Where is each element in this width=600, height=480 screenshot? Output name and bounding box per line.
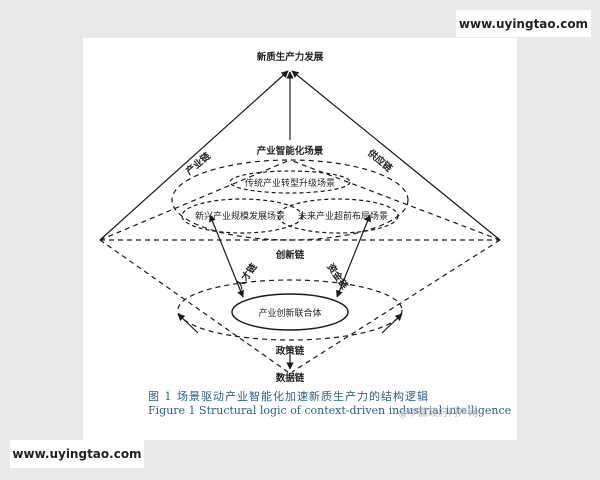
caption-english: Figure 1 Structural logic of context-dri… xyxy=(148,404,512,417)
data-chain-label: 数据链 xyxy=(275,372,305,384)
apex-label: 新质生产力发展 xyxy=(257,51,324,63)
talent-chain-arrow xyxy=(209,214,244,298)
triangle-right-edge xyxy=(291,70,501,241)
figure-page xyxy=(83,38,517,440)
upper-outer-ellipse xyxy=(171,159,409,241)
policy-arrow-right xyxy=(381,313,403,334)
intelligent-scenario-label: 产业智能化场景 xyxy=(257,145,324,157)
weibo-watermark: @中国政府门户网 xyxy=(398,408,478,419)
traditional-upgrade-label: 传统产业转型升级场景 xyxy=(245,177,335,189)
innovation-chain-label: 创新链 xyxy=(275,249,305,261)
watermark-top: www.uyingtao.com xyxy=(456,10,591,37)
traditional-scenario-ellipse xyxy=(229,170,351,194)
emerging-scale-label: 新兴产业规模发展场景 xyxy=(195,210,285,222)
triangle-left-edge xyxy=(99,70,289,241)
capital-chain-label: 资金链 xyxy=(324,261,350,292)
watermark-bottom: www.uyingtao.com xyxy=(10,440,144,468)
policy-arrow-left xyxy=(177,313,199,334)
lower-outer-ellipse xyxy=(177,279,403,341)
capital-chain-arrow xyxy=(336,214,371,298)
future-layout-label: 未来产业超前布局场景 xyxy=(298,210,388,222)
dashed-inner-left xyxy=(99,159,291,241)
dashed-v-left xyxy=(99,239,289,373)
dashed-v-right xyxy=(291,239,501,373)
dashed-inner-right xyxy=(289,159,501,241)
innovation-consortium-label: 产业创新联合体 xyxy=(258,307,321,319)
industry-chain-label: 产业链 xyxy=(183,150,213,178)
policy-chain-label: 政策链 xyxy=(276,345,305,357)
innovation-consortium-ellipse xyxy=(231,293,349,331)
talent-chain-label: 人才链 xyxy=(233,261,259,292)
caption-chinese: 图 1 场景驱动产业智能化加速新质生产力的结构逻辑 xyxy=(148,390,429,403)
